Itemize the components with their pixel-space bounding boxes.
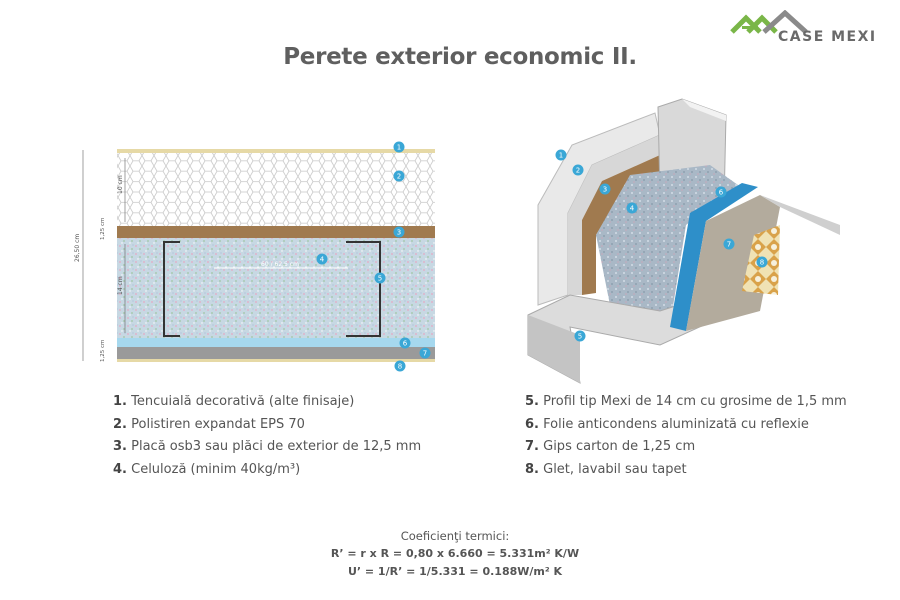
wall-section-diagram: 60 / 62,5 cm 26,50 cm 10 cm 1,25 cm 14 c… [74, 141, 435, 372]
legend-item: 7. Gips carton de 1,25 cm [525, 439, 696, 454]
legend-item: 2. Polistiren expandat EPS 70 [113, 416, 305, 432]
svg-text:2: 2 [397, 173, 401, 181]
svg-text:8: 8 [398, 363, 402, 371]
legend-left: 1. Tencuială decorativă (alte finisaje) … [113, 391, 421, 481]
dim-osb: 1,25 cm [100, 218, 106, 240]
legend-right: 5. Profil tip Mexi de 14 cm cu grosime d… [525, 391, 847, 481]
svg-text:5: 5 [578, 333, 582, 341]
svg-text:3: 3 [397, 229, 401, 237]
legend-item: 1. Tencuială decorativă (alte finisaje) [113, 394, 355, 409]
svg-text:1: 1 [397, 144, 401, 152]
svg-text:1: 1 [559, 152, 563, 160]
svg-text:2: 2 [576, 167, 580, 175]
dim-total: 26,50 cm [74, 234, 81, 262]
svg-text:7: 7 [727, 241, 731, 249]
page-title: Perete exterior economic II. [283, 44, 637, 70]
spacing-label: 60 / 62,5 cm [261, 261, 299, 268]
layer-gips [117, 347, 435, 359]
coef-r: R’ = r x R = 0,80 x 6.660 = 5.331m² K/W [330, 547, 580, 560]
profile-left [163, 241, 180, 337]
coef-label: Coeficienţi termici: [400, 529, 510, 543]
dim-eps: 10 cm [117, 175, 124, 194]
legend-item: 8. Glet, lavabil sau tapet [525, 461, 687, 477]
dim-profile: 14 cm [117, 276, 124, 295]
svg-text:5: 5 [378, 275, 382, 283]
marker-8 [394, 360, 406, 372]
marker-2 [393, 170, 405, 182]
svg-text:7: 7 [423, 350, 427, 358]
svg-text:6: 6 [403, 340, 408, 348]
profile-right [346, 241, 381, 337]
layer-plaster [117, 149, 435, 153]
layer-gips-3d [686, 195, 780, 331]
thermal-coefficients: Coeficienţi termici: R’ = r x R = 0,80 x… [0, 527, 900, 581]
layer-eps [117, 153, 435, 226]
svg-text:4: 4 [630, 205, 635, 213]
marker-1 [393, 141, 405, 153]
legend-item: 5. Profil tip Mexi de 14 cm cu grosime d… [525, 394, 847, 409]
layer-foil-3d [670, 183, 758, 331]
coef-u: U’ = 1/R’ = 1/5.331 = 0.188W/m² K [347, 565, 563, 578]
dim-gips: 1,25 cm [100, 340, 106, 362]
wall-3d-illustration: 1 2 3 4 5 6 7 8 [527, 98, 840, 384]
svg-text:8: 8 [760, 259, 764, 267]
layer-glet [117, 359, 435, 362]
svg-text:6: 6 [719, 189, 724, 197]
marker-7 [419, 347, 431, 359]
legend-item: 6. Folie anticondens aluminizată cu refl… [525, 416, 809, 432]
marker-3 [393, 226, 405, 238]
svg-text:4: 4 [320, 256, 325, 264]
marker-4 [316, 253, 328, 265]
legend-item: 3. Placă osb3 sau plăci de exterior de 1… [113, 439, 422, 454]
svg-text:3: 3 [603, 186, 607, 194]
logo-text: CASE MEXI [778, 29, 877, 45]
marker-6 [399, 337, 411, 349]
layer-foil [117, 338, 435, 347]
layer-osb [117, 226, 435, 238]
case-mexi-logo [730, 10, 808, 34]
marker-5 [374, 272, 386, 284]
legend-item: 4. Celuloză (minim 40kg/m³) [113, 461, 301, 477]
layer-cellulose [117, 238, 435, 338]
